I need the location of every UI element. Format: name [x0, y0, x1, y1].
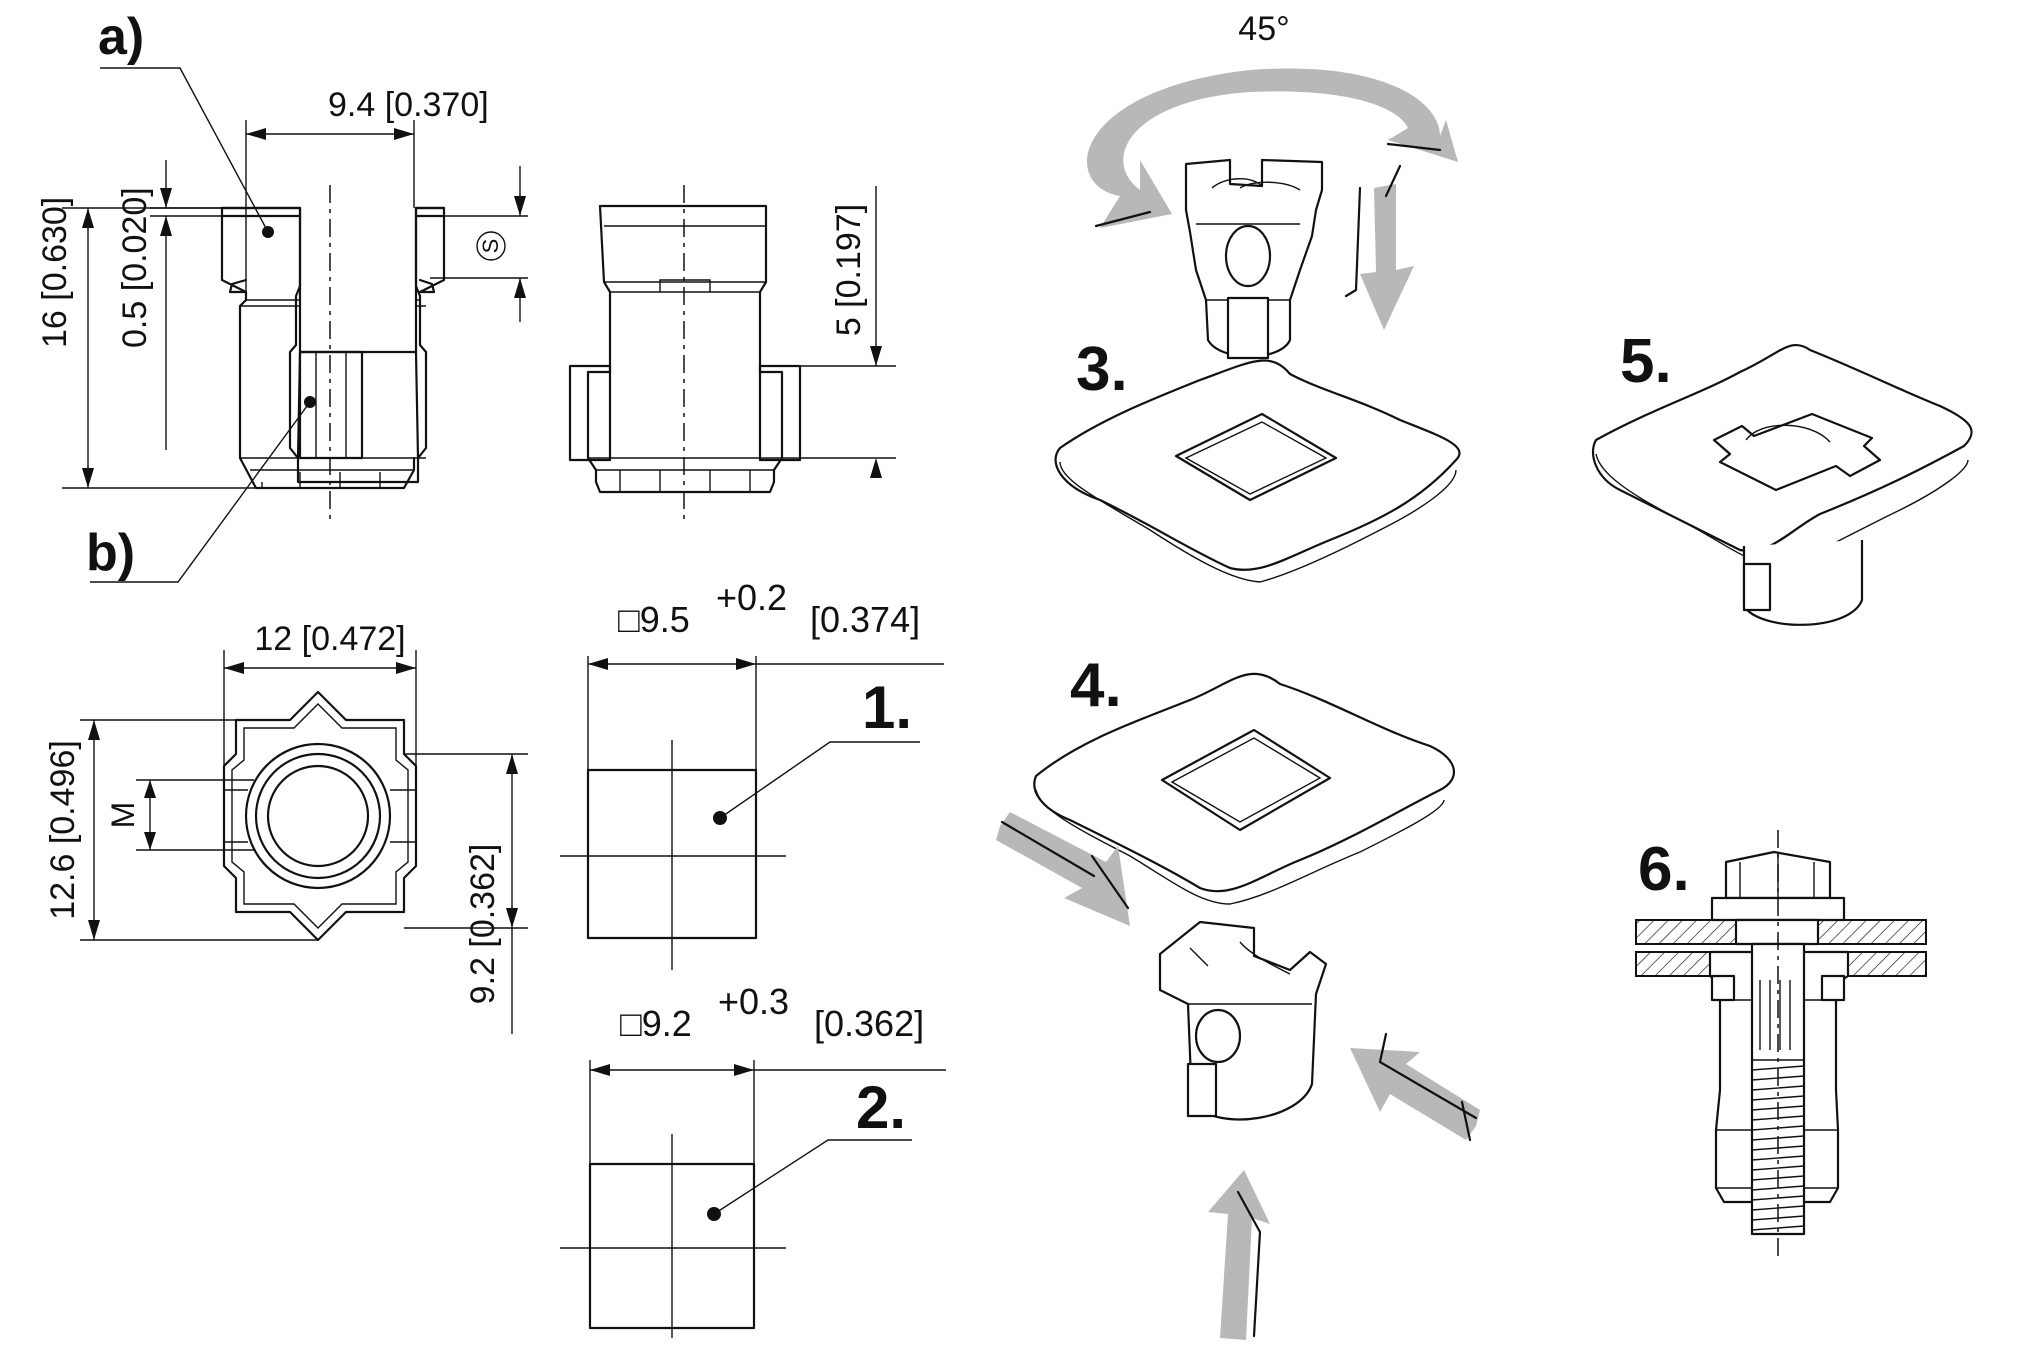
s-symbol: S [478, 239, 503, 254]
hole1-dim-inch: [0.374] [810, 599, 920, 640]
label-a: a) [98, 8, 144, 66]
dim-height-plan: 12.6 [0.496] [44, 740, 82, 920]
hole-2: □9.2 +0.3 [0.362] 2. [560, 981, 946, 1338]
dim-width-top: 9.4 [0.370] [328, 86, 489, 124]
hole1-dim-main: □9.5 [618, 599, 690, 640]
hole2-dim-inch: [0.362] [814, 1003, 924, 1044]
front-view: a) b) 9.4 [0.370] 16 [0.630] 0.5 [0.020] [36, 8, 528, 583]
label-step-5: 5. [1620, 327, 1672, 396]
hole2-dim-main: □9.2 [620, 1003, 692, 1044]
dim-width-plan: 12 [0.472] [254, 620, 405, 658]
label-step-1: 1. [862, 674, 912, 741]
label-step-3: 3. [1076, 335, 1128, 404]
hole2-dim-tol: +0.3 [718, 981, 789, 1022]
dim-side-height: 5 [0.197] [830, 204, 868, 336]
dim-inner-plan: 9.2 [0.362] [464, 844, 502, 1005]
dim-height-total: 16 [0.630] [36, 197, 74, 348]
hole-1: □9.5 +0.2 [0.374] 1. [560, 577, 944, 970]
step-5: 5. [1591, 327, 1973, 626]
step-4: 4. [996, 651, 1480, 1340]
hole1-dim-tol: +0.2 [716, 577, 787, 618]
label-step-4: 4. [1070, 651, 1122, 720]
label-step-2: 2. [856, 1074, 906, 1141]
dim-flange: 0.5 [0.020] [116, 187, 154, 348]
rotation-angle: 45° [1238, 10, 1289, 48]
label-step-6: 6. [1638, 835, 1690, 904]
m-symbol: M [105, 802, 141, 829]
plan-view: 12 [0.472] 12.6 [0.496] M 9.2 [0.362] [44, 620, 528, 1034]
step-3: 45° 3. [1054, 10, 1461, 583]
side-view: 5 [0.197] [568, 185, 896, 525]
label-b: b) [86, 524, 135, 582]
step-6: 6. [1635, 830, 1927, 1260]
